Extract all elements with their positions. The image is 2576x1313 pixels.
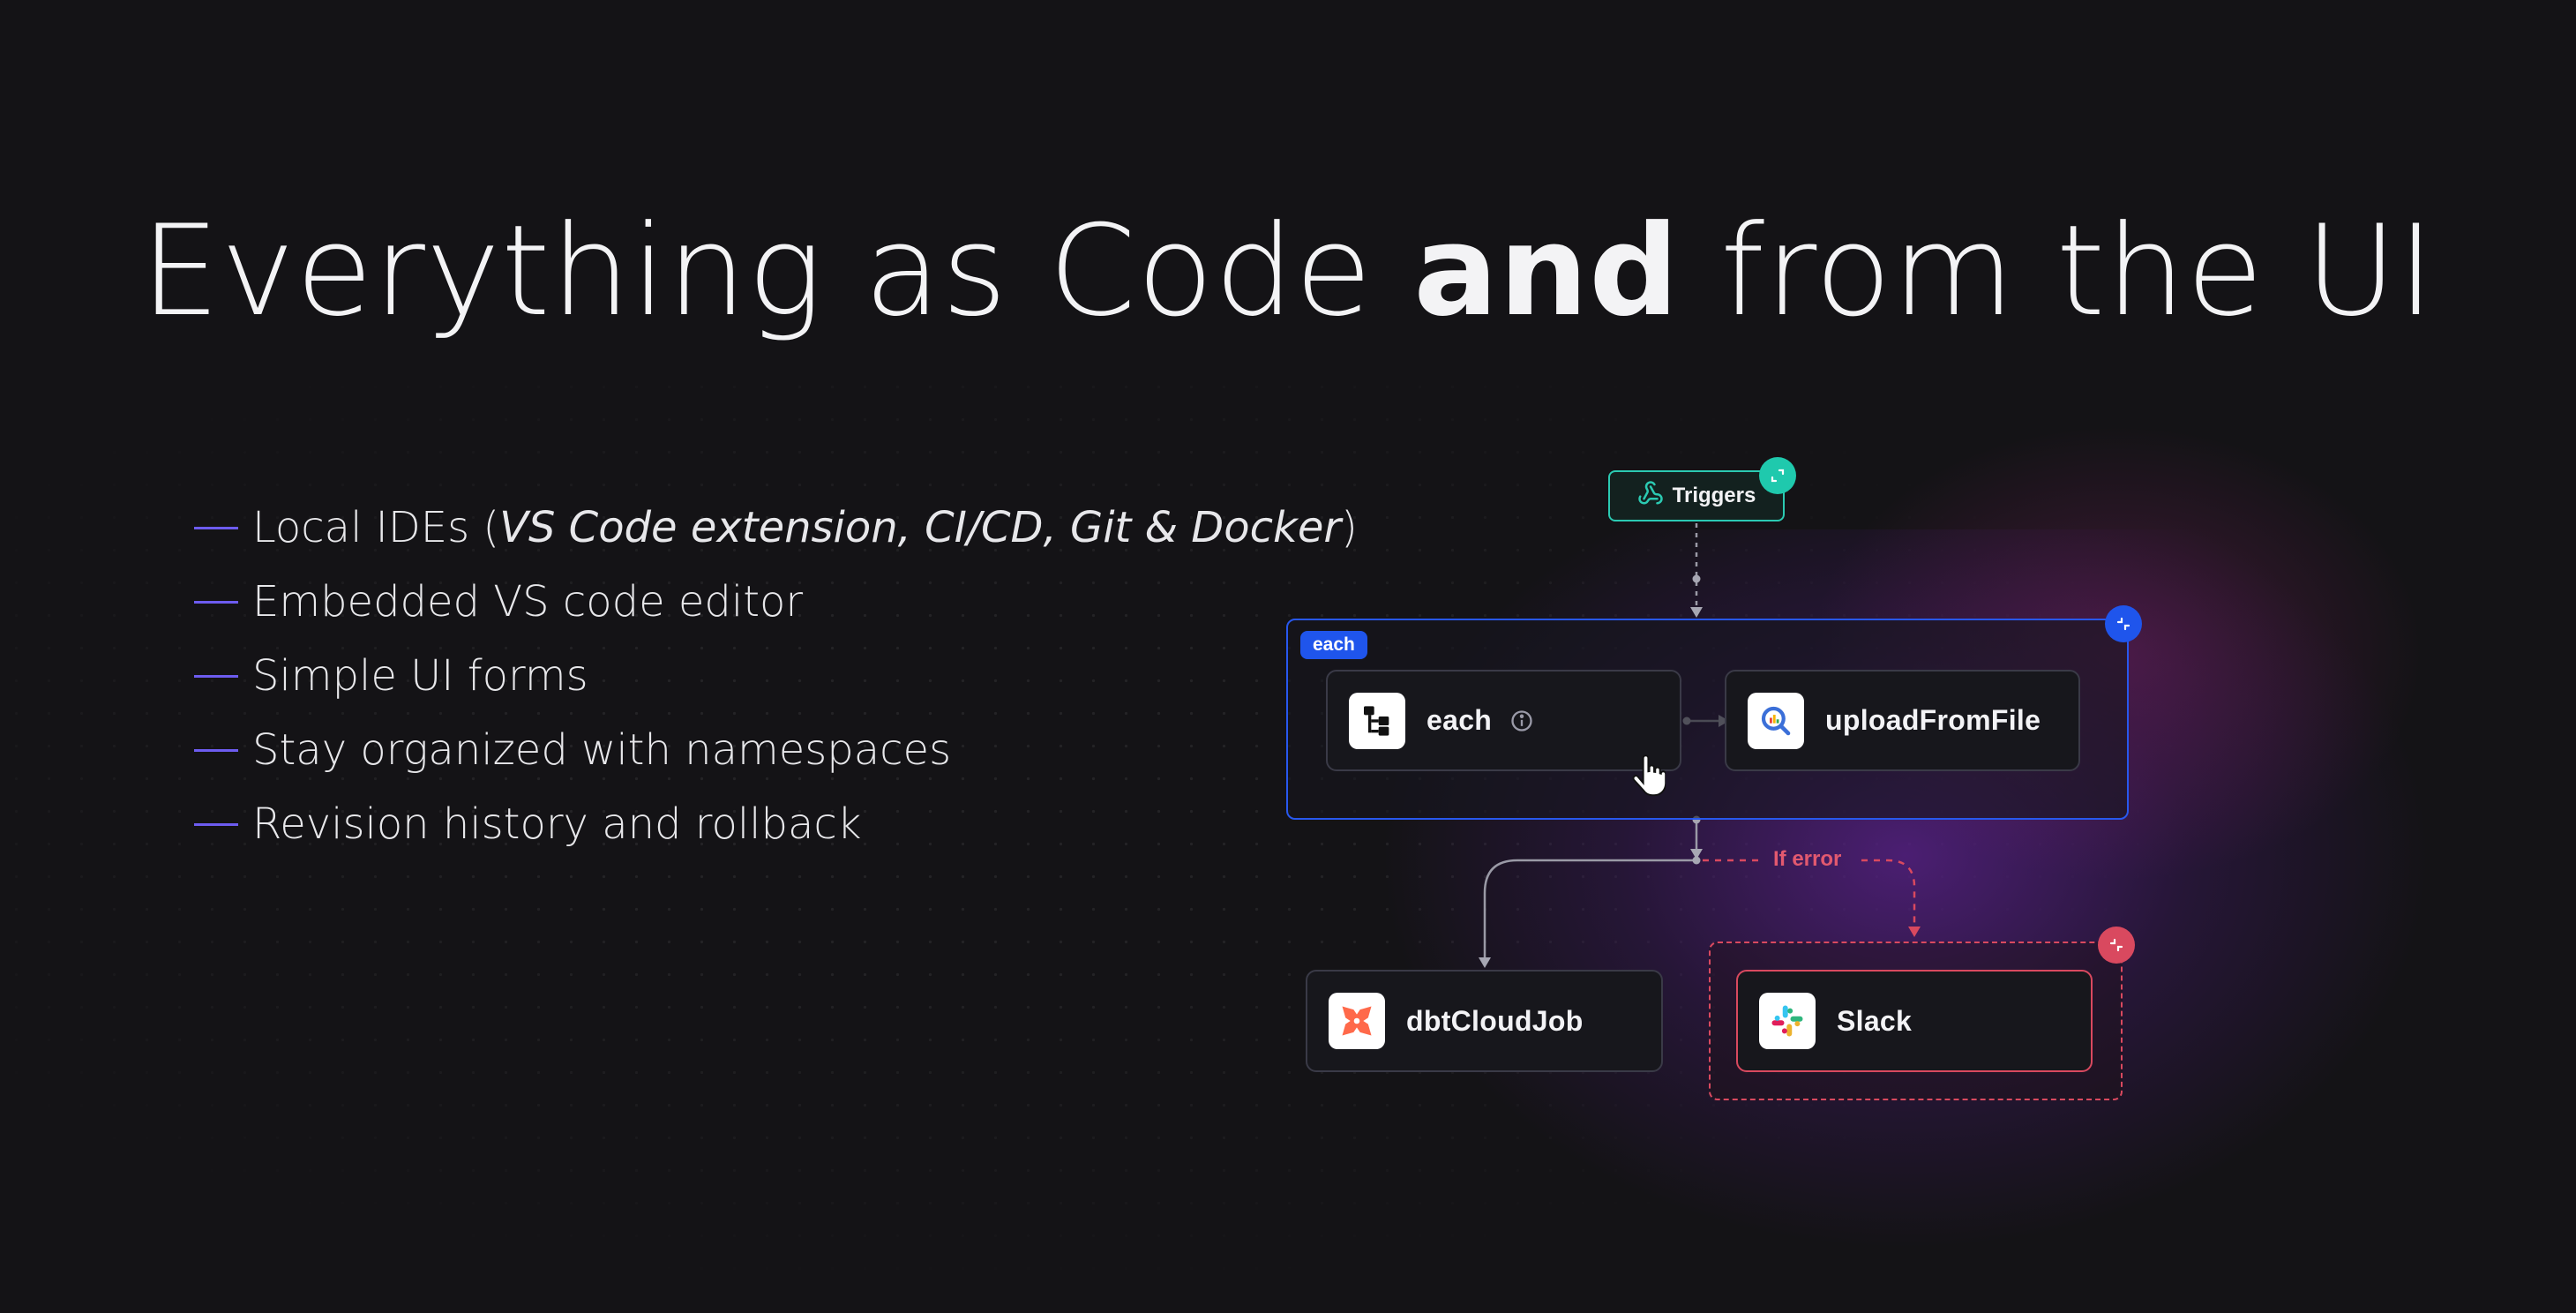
dash-bullet (194, 748, 238, 752)
feature-text: Embedded VS code editor (252, 577, 804, 626)
slack-node[interactable]: Slack (1736, 970, 2093, 1072)
slack-logo-icon (1759, 993, 1816, 1049)
if-error-label: If error (1773, 847, 1842, 871)
dbt-logo-icon (1329, 993, 1385, 1049)
dash-bullet (194, 822, 238, 826)
upload-from-file-node[interactable]: uploadFromFile (1725, 670, 2080, 771)
feature-item: Revision history and rollback (194, 787, 1358, 861)
dbt-node-label: dbtCloudJob (1406, 1004, 1584, 1037)
feature-item: Local IDEs (VS Code extension, CI/CD, Gi… (194, 491, 1358, 565)
dash-bullet (194, 674, 238, 678)
search-icon (1748, 692, 1804, 749)
each-node-label: each (1427, 704, 1493, 736)
feature-text: Revision history and rollback (252, 799, 862, 849)
triggers-label: Triggers (1672, 484, 1756, 507)
page-title: Everything as Code and from the UI (0, 201, 2576, 342)
feature-item: Simple UI forms (194, 639, 1358, 713)
webhook-icon (1637, 480, 1664, 513)
group-tag: each (1300, 631, 1367, 659)
collapse-icon[interactable] (2105, 605, 2142, 642)
feature-list: Local IDEs (VS Code extension, CI/CD, Gi… (194, 491, 1358, 861)
feature-item: Stay organized with namespaces (194, 713, 1358, 787)
title-part-1: Everything as Code (140, 199, 1414, 344)
tree-icon (1349, 692, 1405, 749)
title-part-2: from the UI (1679, 199, 2436, 344)
edge-junction-dbt (1483, 859, 1696, 957)
feature-text: Simple UI forms (252, 651, 588, 701)
triggers-node[interactable]: Triggers (1608, 470, 1785, 521)
feature-item: Embedded VS code editor (194, 565, 1358, 639)
upload-node-label: uploadFromFile (1825, 704, 2041, 736)
dash-bullet (194, 600, 238, 604)
each-node[interactable]: each (1326, 670, 1681, 771)
feature-text: Local IDEs ( (252, 503, 500, 552)
slack-node-label: Slack (1837, 1004, 1913, 1037)
feature-italic: VS Code extension, CI/CD, Git & Docker (499, 503, 1342, 552)
dbt-cloud-job-node[interactable]: dbtCloudJob (1306, 970, 1663, 1072)
hand-pointer-icon (1632, 754, 1667, 801)
collapse-icon[interactable] (2098, 927, 2135, 964)
dash-bullet (194, 526, 238, 529)
feature-text-end: ) (1341, 503, 1358, 552)
edge-error-right (1861, 859, 1916, 927)
collapse-icon[interactable] (1759, 457, 1796, 494)
feature-text: Stay organized with namespaces (252, 725, 952, 775)
info-icon[interactable] (1509, 709, 1534, 733)
title-bold-word: and (1413, 199, 1680, 344)
